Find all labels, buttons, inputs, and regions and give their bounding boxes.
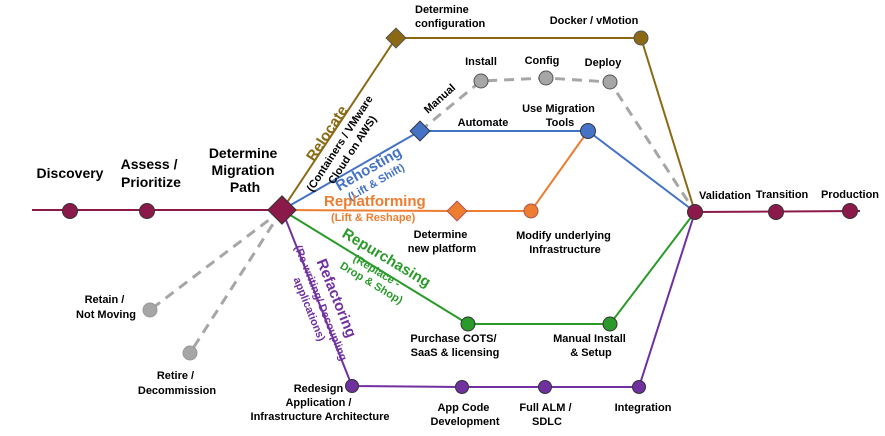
node-determine-platform[interactable] bbox=[446, 200, 468, 222]
node-redesign[interactable] bbox=[345, 379, 359, 393]
label-deploy: Deploy bbox=[585, 57, 623, 69]
route-replatform-label: Replatforming (Lift & Reshape) bbox=[324, 193, 426, 224]
node-manual-install[interactable] bbox=[602, 316, 618, 332]
label-production: Production bbox=[821, 189, 879, 201]
node-transition[interactable] bbox=[768, 204, 784, 220]
line-retire bbox=[188, 209, 284, 354]
node-install[interactable] bbox=[473, 73, 489, 89]
node-production[interactable] bbox=[842, 203, 858, 219]
label-determine-platform: Determine new platform bbox=[408, 229, 477, 255]
node-purchase[interactable] bbox=[460, 316, 476, 332]
node-retire[interactable] bbox=[182, 345, 198, 361]
label-manual: Manual bbox=[422, 82, 458, 116]
label-redesign: Redesign Application / Infrastructure Ar… bbox=[251, 383, 390, 423]
svg-text:(Lift & Reshape): (Lift & Reshape) bbox=[331, 212, 416, 224]
label-retain: Retain / Not Moving bbox=[76, 294, 136, 321]
node-assess[interactable] bbox=[139, 203, 155, 219]
label-retire: Retire / Decommission bbox=[138, 370, 217, 397]
node-docker[interactable] bbox=[633, 30, 649, 46]
label-transition: Transition bbox=[756, 189, 809, 201]
label-assess: Assess / Prioritize bbox=[121, 156, 182, 190]
line-retain bbox=[149, 208, 283, 312]
node-alm[interactable] bbox=[538, 380, 552, 394]
node-retain[interactable] bbox=[142, 302, 158, 318]
label-install: Install bbox=[465, 56, 497, 68]
label-purchase: Purchase COTS/ SaaS & licensing bbox=[410, 333, 499, 359]
label-app-code: App Code Development bbox=[430, 402, 499, 428]
line-rehost bbox=[281, 130, 696, 213]
label-determine-config: Determine configuration bbox=[415, 4, 486, 30]
node-config[interactable] bbox=[538, 70, 554, 86]
line-relocate bbox=[281, 37, 696, 213]
node-app-code[interactable] bbox=[455, 380, 469, 394]
svg-text:Replatforming: Replatforming bbox=[324, 193, 426, 210]
label-docker: Docker / vMotion bbox=[550, 15, 639, 27]
line-repurchase bbox=[281, 209, 696, 325]
nodes bbox=[62, 27, 858, 394]
node-labels: Determine configuration Docker / vMotion… bbox=[76, 4, 672, 428]
label-validation: Validation bbox=[699, 190, 751, 202]
route-labels: Relocate (Containers / VMware Cloud on A… bbox=[291, 94, 434, 363]
line-manual-route bbox=[419, 76, 697, 213]
label-modify-infra: Modify underlying Infrastructure bbox=[516, 230, 614, 256]
label-alm: Full ALM / SDLC bbox=[519, 402, 574, 428]
node-deploy[interactable] bbox=[602, 74, 618, 90]
line-refactor bbox=[281, 209, 696, 388]
label-integration: Integration bbox=[615, 402, 672, 414]
label-manual-install: Manual Install & Setup bbox=[553, 333, 629, 359]
node-rehost[interactable] bbox=[409, 120, 431, 142]
node-use-tools[interactable] bbox=[580, 123, 596, 139]
label-config: Config bbox=[525, 55, 560, 67]
node-validation[interactable] bbox=[687, 204, 703, 220]
node-determine-config[interactable] bbox=[385, 27, 407, 49]
label-use-tools: Use Migration Tools bbox=[522, 103, 598, 129]
node-discovery[interactable] bbox=[62, 203, 78, 219]
label-automate: Automate bbox=[458, 117, 509, 129]
node-modify-infra[interactable] bbox=[523, 203, 539, 219]
label-determine-path: Determine Migration Path bbox=[209, 145, 281, 195]
stage-labels: Discovery Assess / Prioritize Determine … bbox=[37, 145, 880, 202]
label-discovery: Discovery bbox=[37, 165, 104, 181]
node-integration[interactable] bbox=[632, 380, 646, 394]
line-replatform bbox=[281, 130, 589, 212]
connector-lines bbox=[32, 37, 861, 388]
node-determine-path[interactable] bbox=[267, 195, 297, 225]
